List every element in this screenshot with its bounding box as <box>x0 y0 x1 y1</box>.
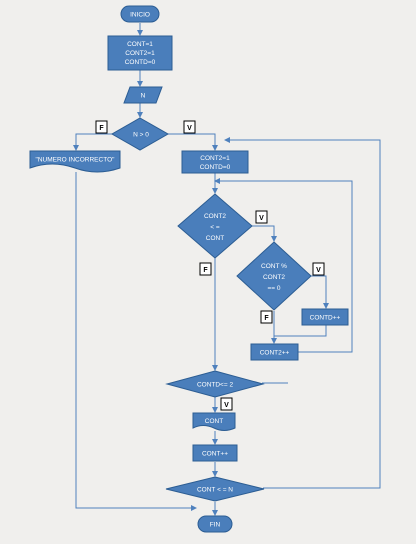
decision-contd-le-2: CONTD<= 2 <box>165 370 265 398</box>
connectors <box>73 23 381 516</box>
tag-f-main: F <box>95 120 108 134</box>
decision-cont2-le-cont: CONT2 < = CONT <box>177 193 253 259</box>
init-line-3: CONTD=0 <box>125 59 156 66</box>
tag-v-mod: V <box>312 262 325 276</box>
decision-mod: CONT % CONT2 == 0 <box>236 241 312 311</box>
contd-inc-label: CONTD++ <box>310 315 341 322</box>
edge-error-fin <box>75 172 197 511</box>
cont-inc-process: CONT++ <box>192 444 238 462</box>
decision-mod-line-2: CONT2 <box>263 274 285 281</box>
end-terminal: FIN <box>197 515 233 533</box>
tag-f-mod: F <box>260 310 273 324</box>
tag-v-main-text: V <box>187 125 192 132</box>
edge-cont-loop <box>224 137 381 489</box>
decision-contd-label: CONTD<= 2 <box>197 382 234 389</box>
edge-contd-merge <box>274 325 327 337</box>
error-output: "NUMERO INCORRECTO" <box>29 150 121 173</box>
tag-v-cont2: V <box>255 210 268 224</box>
decision-n-gt-0: N > 0 <box>110 117 170 151</box>
tag-v-main: V <box>183 120 196 134</box>
tag-v-mod-text: V <box>316 267 321 274</box>
tag-f-cont2: F <box>199 262 212 276</box>
init2-line-1: CONT2=1 <box>200 155 230 162</box>
print-cont: CONT <box>192 412 236 431</box>
print-cont-label: CONT <box>205 418 223 425</box>
decision-mod-line-1: CONT % <box>261 263 287 270</box>
decision-cont-le-n-label: CONT < = N <box>197 487 233 494</box>
start-terminal: INICIO <box>120 5 160 23</box>
tag-f-main-text: F <box>99 125 104 132</box>
edge-mod-true <box>311 275 329 309</box>
contd-inc-process: CONTD++ <box>301 308 349 326</box>
edge-cond-false <box>73 133 112 151</box>
input-n-label: N <box>141 93 146 100</box>
init-process: CONT=1 CONT2=1 CONTD=0 <box>107 35 173 71</box>
tag-f-mod-text: F <box>264 315 269 322</box>
start-label: INICIO <box>130 12 150 19</box>
init-line-1: CONT=1 <box>127 41 153 48</box>
init2-line-2: CONTD=0 <box>200 164 231 171</box>
cont-inc-label: CONT++ <box>202 451 228 458</box>
decision-cont2-line-3: CONT <box>206 235 224 242</box>
tag-v-contd: V <box>220 397 233 411</box>
init-line-2: CONT2=1 <box>125 50 155 57</box>
input-n: N <box>123 86 163 104</box>
edge-cont2-loop <box>214 178 353 353</box>
tag-f-cont2-text: F <box>203 267 208 274</box>
cont2-inc-label: CONT2++ <box>260 350 290 357</box>
error-output-label: "NUMERO INCORRECTO" <box>36 157 116 164</box>
init2-process: CONT2=1 CONTD=0 <box>181 150 249 174</box>
decision-cont2-line-2: < = <box>210 224 220 231</box>
end-label: FIN <box>210 522 221 529</box>
cont2-inc-process: CONT2++ <box>250 343 299 361</box>
decision-cont-le-n: CONT < = N <box>165 476 265 502</box>
edge-cond2-true <box>251 225 277 242</box>
tag-v-contd-text: V <box>224 402 229 409</box>
decision-mod-line-3: == 0 <box>267 285 280 292</box>
decision-cont2-line-1: CONT2 <box>204 213 226 220</box>
tag-v-cont2-text: V <box>259 215 264 222</box>
edge-cond-true <box>168 133 218 151</box>
decision-n-gt-0-label: N > 0 <box>133 132 149 139</box>
